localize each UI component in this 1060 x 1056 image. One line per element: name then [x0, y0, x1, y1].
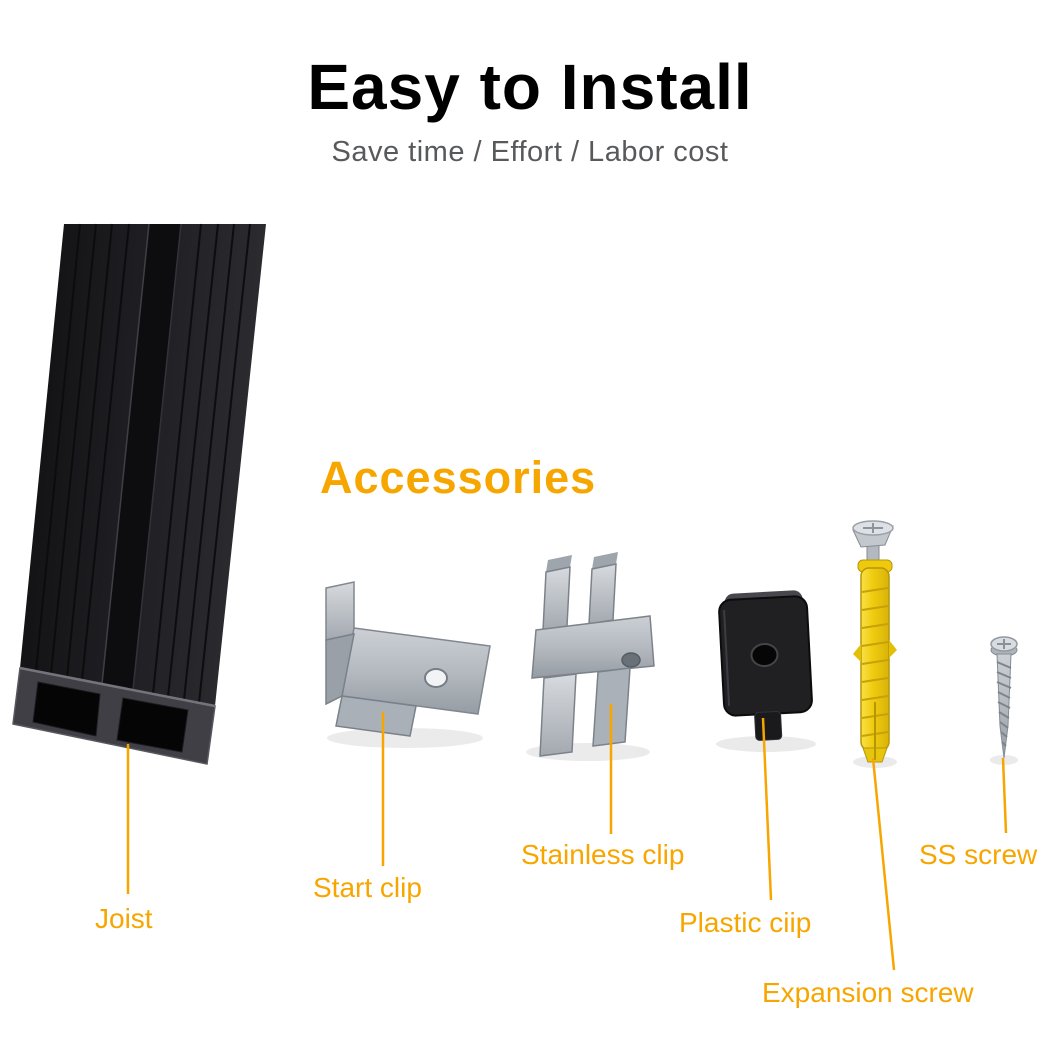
accessory-shadows [327, 728, 1018, 768]
stainless-clip-image [531, 552, 655, 757]
accessories-heading: Accessories [320, 452, 597, 503]
page-subtitle: Save time / Effort / Labor cost [331, 136, 729, 168]
expansion-screw-image [852, 520, 897, 763]
expansion-screw-label: Expansion screw [762, 977, 974, 1008]
plastic-clip-leader-line [761, 717, 773, 901]
joist-image [12, 223, 266, 765]
stainless-clip-label: Stainless clip [521, 839, 685, 870]
start-clip-label: Start clip [313, 872, 422, 903]
ss-screw-label: SS screw [919, 839, 1038, 870]
plastic-clip-label: Plastic ciip [679, 907, 812, 938]
page-title: Easy to Install [307, 51, 753, 123]
ss-screw-image [990, 636, 1018, 759]
joist-label: Joist [95, 903, 153, 934]
leader-lines [126, 704, 1008, 971]
expansion-screw-leader-line [871, 757, 896, 971]
start-clip-image [325, 581, 491, 737]
ss-screw-leader-line [1001, 757, 1008, 834]
plastic-clip-image [718, 590, 813, 741]
